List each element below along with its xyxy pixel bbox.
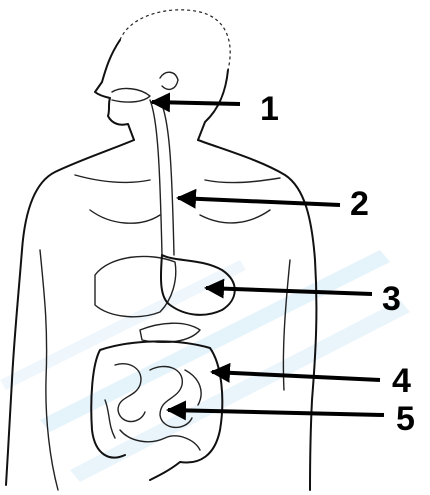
label-2: 2 xyxy=(350,185,369,223)
label-3: 3 xyxy=(382,280,401,318)
label-1: 1 xyxy=(260,90,279,128)
label-5: 5 xyxy=(396,400,415,438)
arrow-1 xyxy=(152,102,240,104)
watermark-stripes xyxy=(0,250,410,482)
label-4: 4 xyxy=(392,362,411,400)
arrow-2 xyxy=(178,198,340,205)
arrow-4 xyxy=(212,372,380,380)
esophagus xyxy=(150,100,174,255)
liver xyxy=(95,256,176,316)
pancreas xyxy=(140,323,200,342)
arrow-3 xyxy=(206,288,372,294)
head-outline xyxy=(95,10,230,140)
